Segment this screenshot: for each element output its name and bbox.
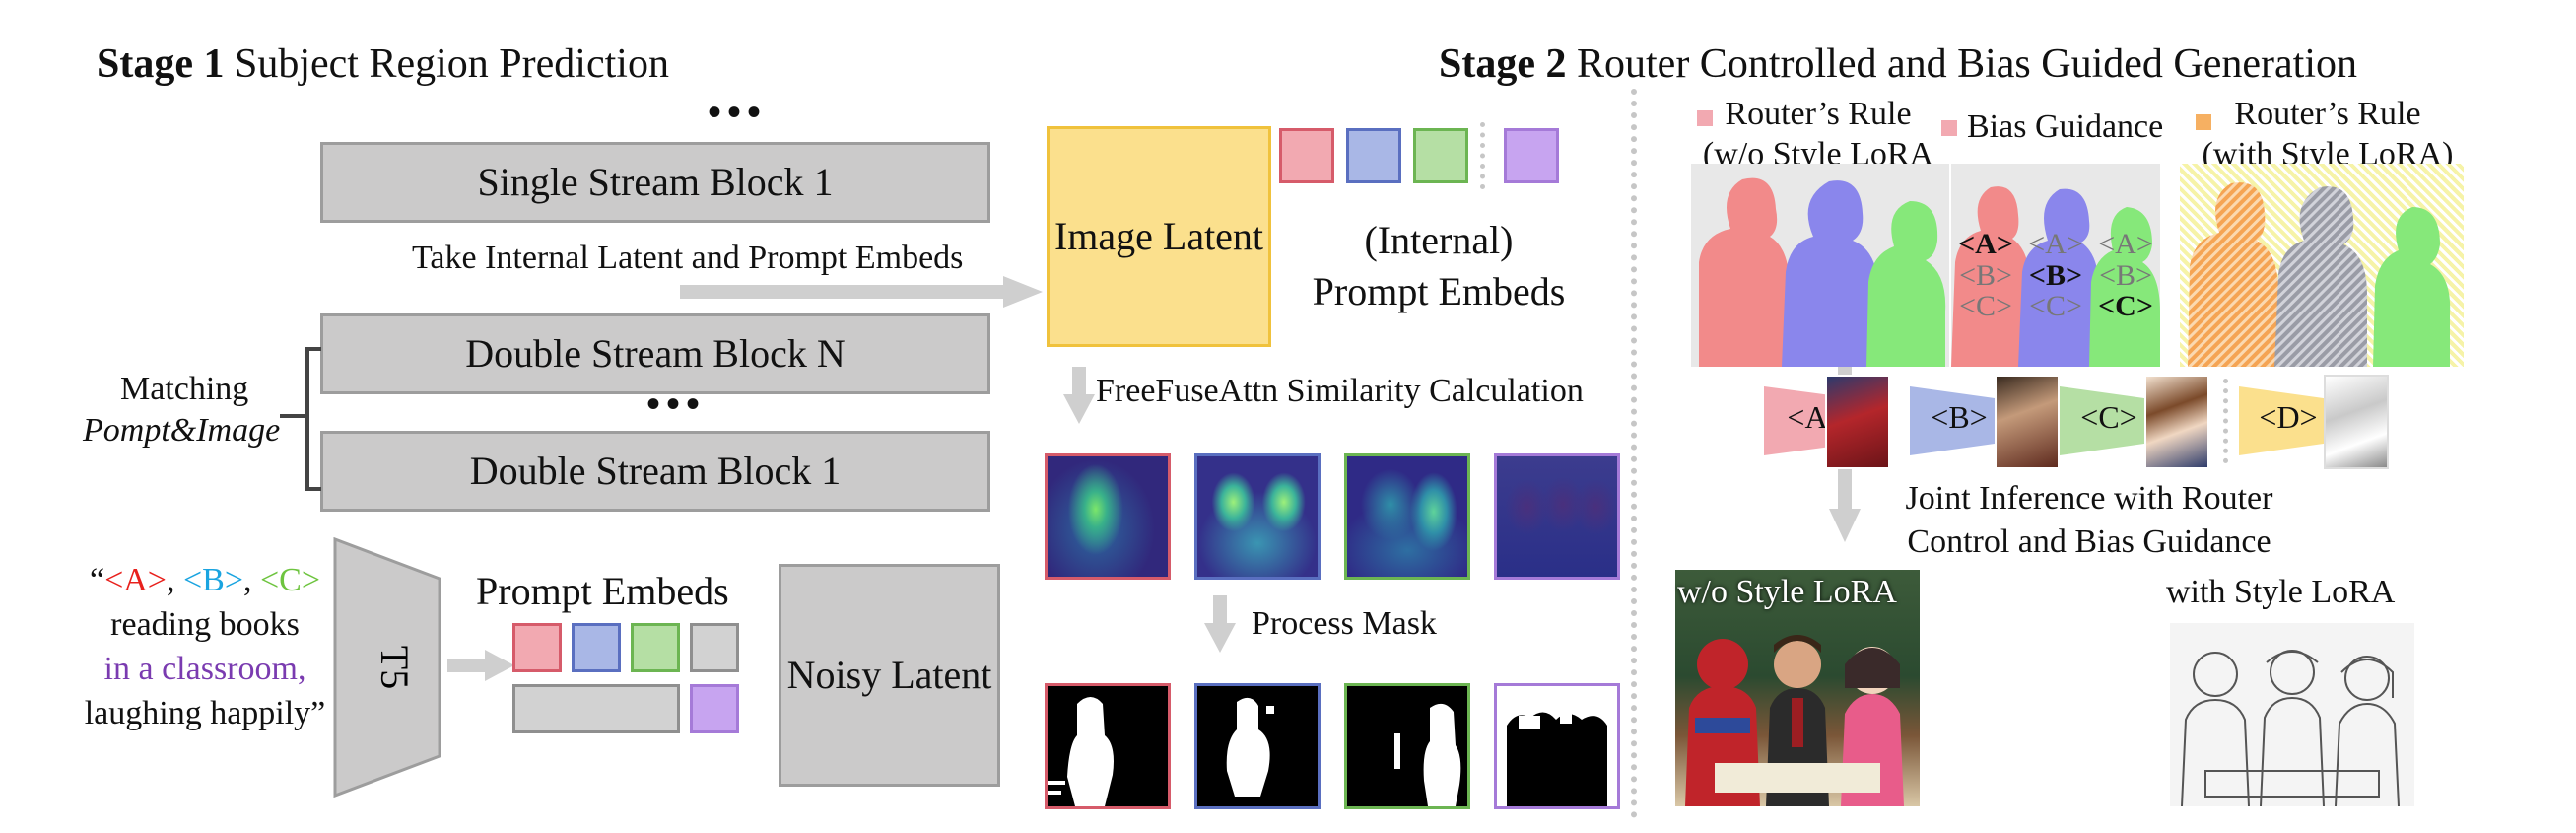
image-latent: Image Latent	[1047, 126, 1271, 347]
matching-bracket	[280, 347, 321, 491]
lora-d-shape	[2239, 386, 2338, 455]
lora-c-label: <C>	[2080, 399, 2137, 435]
internal-prompt-embeds-label: (Internal) Prompt Embeds	[1312, 218, 1566, 313]
bias-guidance-map: <A><B><C> <A><B><C> <A><B><C>	[1951, 164, 2160, 367]
legend-bias-swatch	[1941, 120, 1957, 136]
lora-b-thumbnail	[1995, 375, 2060, 469]
svg-text:T5: T5	[373, 646, 417, 689]
similarity-label: FreeFuseAttn Similarity Calculation	[1096, 373, 1584, 409]
arrow-to-prompt-embeds	[447, 650, 514, 681]
output-no-style-label: w/o Style LoRA	[1677, 574, 1897, 610]
single-stream-block-1: Single Stream Block 1	[320, 142, 990, 223]
take-latent-label: Take Internal Latent and Prompt Embeds	[412, 240, 964, 276]
stage-divider	[1631, 89, 1637, 818]
embed-token-other	[690, 623, 739, 672]
output-style-label: with Style LoRA	[2166, 574, 2396, 610]
process-mask-label: Process Mask	[1252, 605, 1437, 642]
lora-separator	[2223, 379, 2228, 463]
t5-encoder: T5	[333, 537, 441, 798]
heatmap-a	[1045, 453, 1171, 580]
internal-embed-a	[1279, 128, 1334, 183]
embed-token-c	[631, 623, 680, 672]
embed-token-b	[572, 623, 621, 672]
arrow-to-latent	[680, 276, 1043, 308]
lora-d-thumbnail	[2324, 375, 2389, 469]
lora-b-label: <B>	[1931, 399, 1988, 435]
output-style	[2170, 623, 2414, 806]
stage2-title: Stage 2 Router Controlled and Bias Guide…	[1439, 41, 2357, 87]
joint-inference-label: Joint Inference with Router Control and …	[1905, 480, 2273, 561]
router-map-no-style	[1691, 164, 1949, 367]
double-stream-block-1: Double Stream Block 1	[320, 431, 990, 512]
ellipsis-mid: •••	[646, 382, 707, 426]
lora-a-thumbnail	[1825, 375, 1890, 469]
arrow-similarity	[1063, 367, 1095, 424]
mask-context	[1494, 683, 1620, 809]
ellipsis-top: •••	[708, 90, 768, 134]
arrow-process-mask	[1204, 595, 1236, 653]
lora-c-thumbnail	[2144, 375, 2209, 469]
lora-c-shape	[2060, 386, 2158, 455]
noisy-latent: Noisy Latent	[779, 564, 1000, 787]
lora-b-shape	[1910, 386, 2008, 455]
mask-c	[1344, 683, 1470, 809]
embed-token-rest	[512, 684, 680, 733]
heatmap-c	[1344, 453, 1470, 580]
legend-style-swatch	[2196, 114, 2211, 130]
matching-label: Matching	[120, 371, 249, 407]
internal-embed-context	[1504, 128, 1559, 183]
stage1-title: Stage 1 Subject Region Prediction	[97, 41, 669, 87]
embed-token-a	[512, 623, 562, 672]
lora-d-label: <D>	[2259, 399, 2318, 435]
heatmap-context	[1494, 453, 1620, 580]
prompt-text: “<A>, <B>, <C> reading books in a classr…	[84, 562, 326, 731]
internal-embed-separator	[1480, 122, 1485, 189]
prompt-embeds-title: Prompt Embeds	[476, 569, 729, 613]
router-map-style	[2180, 164, 2464, 367]
mask-b	[1194, 683, 1321, 809]
bias-guidance-header: Bias Guidance	[1967, 108, 2164, 145]
matching-italic-label: Pompt&Image	[83, 412, 281, 449]
mask-a	[1045, 683, 1171, 809]
legend-rule-swatch	[1697, 110, 1713, 126]
output-no-style	[1675, 570, 1920, 806]
internal-embed-b	[1346, 128, 1401, 183]
heatmap-b	[1194, 453, 1321, 580]
embed-token-context	[690, 684, 739, 733]
double-stream-block-n: Double Stream Block N	[320, 313, 990, 394]
internal-embed-c	[1413, 128, 1468, 183]
